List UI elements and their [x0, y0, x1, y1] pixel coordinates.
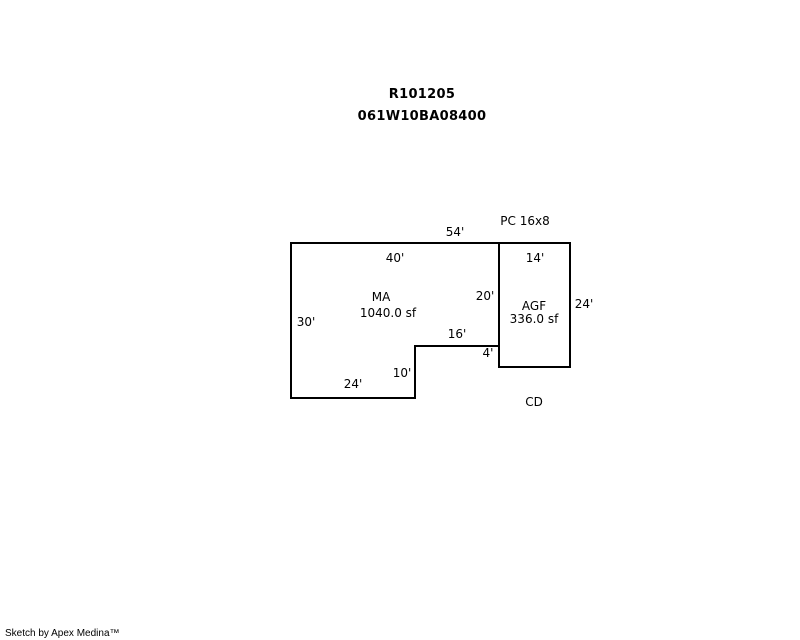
ma-code: MA [372, 290, 391, 304]
footer-credit: Sketch by Apex Medina™ [5, 628, 120, 639]
dim-ma-top: 40' [386, 251, 405, 265]
dim-ma-left: 30' [297, 315, 316, 329]
ma-outline [290, 242, 499, 399]
dim-step-horizontal: 16' [448, 327, 467, 341]
agf-code: AGF [522, 299, 546, 313]
dim-agf-right: 24' [575, 297, 594, 311]
dim-top-total: 54' [446, 225, 465, 239]
record-id: R101205 [388, 87, 456, 102]
ma-area: 1040.0 sf [360, 306, 417, 320]
dim-ma-bottom: 24' [344, 377, 363, 391]
dim-step-vertical: 10' [393, 366, 412, 380]
pc-label: PC 16x8 [500, 214, 549, 228]
dim-step-small: 4' [483, 346, 494, 360]
parcel-id: 061W10BA08400 [357, 109, 487, 124]
dim-ma-inner-right: 20' [476, 289, 495, 303]
agf-outline [498, 242, 571, 368]
cd-label: CD [525, 395, 543, 409]
agf-area: 336.0 sf [510, 312, 559, 326]
dim-agf-top: 14' [526, 251, 545, 265]
